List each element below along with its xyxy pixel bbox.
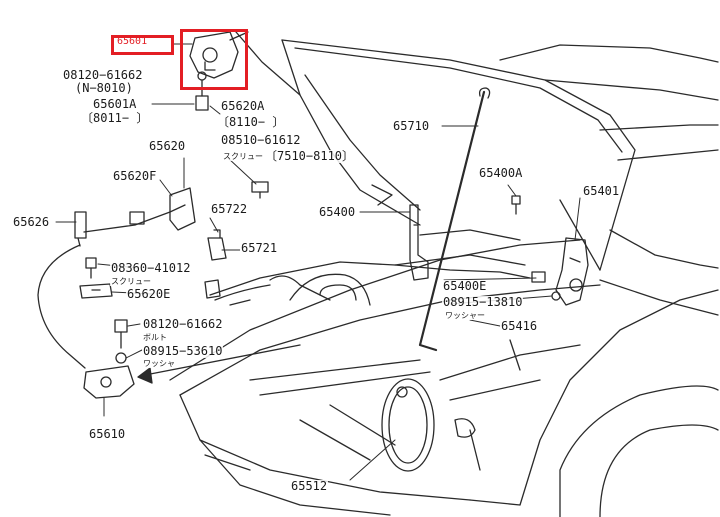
part-label-65722[interactable]: 65722 xyxy=(210,202,249,216)
part-label-08915-lower[interactable]: 08915−53610 xyxy=(142,344,224,358)
part-jp-08120-lower: ボルト xyxy=(142,333,168,342)
lock-position-arrow xyxy=(137,344,301,384)
part-label-65620f[interactable]: 65620F xyxy=(112,169,158,183)
bracket-65620f xyxy=(129,187,196,231)
screw-08360 xyxy=(85,257,97,279)
part-label-65401[interactable]: 65401 xyxy=(582,184,621,198)
part-label-08915-upper[interactable]: 08915−13810 xyxy=(442,295,524,309)
part-label-65601a[interactable]: 65601A xyxy=(92,97,138,111)
hood-stay-tip xyxy=(478,87,491,99)
highlight-box-part xyxy=(180,29,248,90)
part-sub-65601a: 〔8011− 〕 xyxy=(80,111,150,125)
bracket-65620e xyxy=(79,283,113,299)
part-label-65400a[interactable]: 65400A xyxy=(478,166,524,180)
part-label-65710[interactable]: 65710 xyxy=(392,119,431,133)
car-body xyxy=(169,44,719,517)
part-label-65620a[interactable]: 65620A xyxy=(220,99,266,113)
part-label-65620[interactable]: 65620 xyxy=(148,139,187,153)
part-sub-08120-upper: (N−8010) xyxy=(74,81,134,95)
clip-65721 xyxy=(204,279,221,299)
part-label-08120-upper[interactable]: 08120−61662 xyxy=(62,68,144,82)
part-label-65400[interactable]: 65400 xyxy=(318,205,357,219)
hood-lock-65610 xyxy=(83,365,135,399)
part-label-65416[interactable]: 65416 xyxy=(500,319,539,333)
clip-65722 xyxy=(207,229,227,261)
hinge-bolt-65400e xyxy=(531,271,561,301)
release-cable xyxy=(37,204,531,369)
part-label-65400e[interactable]: 65400E xyxy=(442,279,488,293)
part-jp-08360: スクリュー xyxy=(110,277,152,286)
part-label-65610[interactable]: 65610 xyxy=(88,427,127,441)
part-label-65601[interactable]: 65601 xyxy=(117,36,148,47)
release-handle-65626 xyxy=(74,211,87,247)
hood-hinge-right xyxy=(555,237,589,306)
hood-stay-rod xyxy=(418,90,486,352)
part-sub-65620a: 〔8110− 〕 xyxy=(216,115,286,129)
screw-08510 xyxy=(251,181,269,199)
engine-bay xyxy=(229,229,526,306)
part-jp-08510: スクリュー xyxy=(222,152,264,161)
washer-08915-lower xyxy=(115,352,127,364)
headlight xyxy=(381,378,435,472)
hood-hinge-left xyxy=(409,204,429,281)
part-jp-08915-upper: ワッシャー xyxy=(444,311,486,320)
part-sub-08510: 〔7510−8110〕 xyxy=(264,149,356,163)
part-label-65512[interactable]: 65512 xyxy=(290,479,329,493)
part-label-65620e[interactable]: 65620E xyxy=(126,287,172,301)
highlight-box-label xyxy=(111,35,174,55)
part-label-08510[interactable]: 08510−61612 xyxy=(220,133,302,147)
bolt-08120-lower xyxy=(114,319,128,349)
part-label-08360[interactable]: 08360−41012 xyxy=(110,261,192,275)
part-label-08120-lower[interactable]: 08120−61662 xyxy=(142,317,224,331)
part-jp-08915-lower: ワッシャ xyxy=(142,359,176,368)
bolt-65400a xyxy=(511,195,521,215)
part-label-65721[interactable]: 65721 xyxy=(240,241,279,255)
part-label-65626[interactable]: 65626 xyxy=(12,215,51,229)
